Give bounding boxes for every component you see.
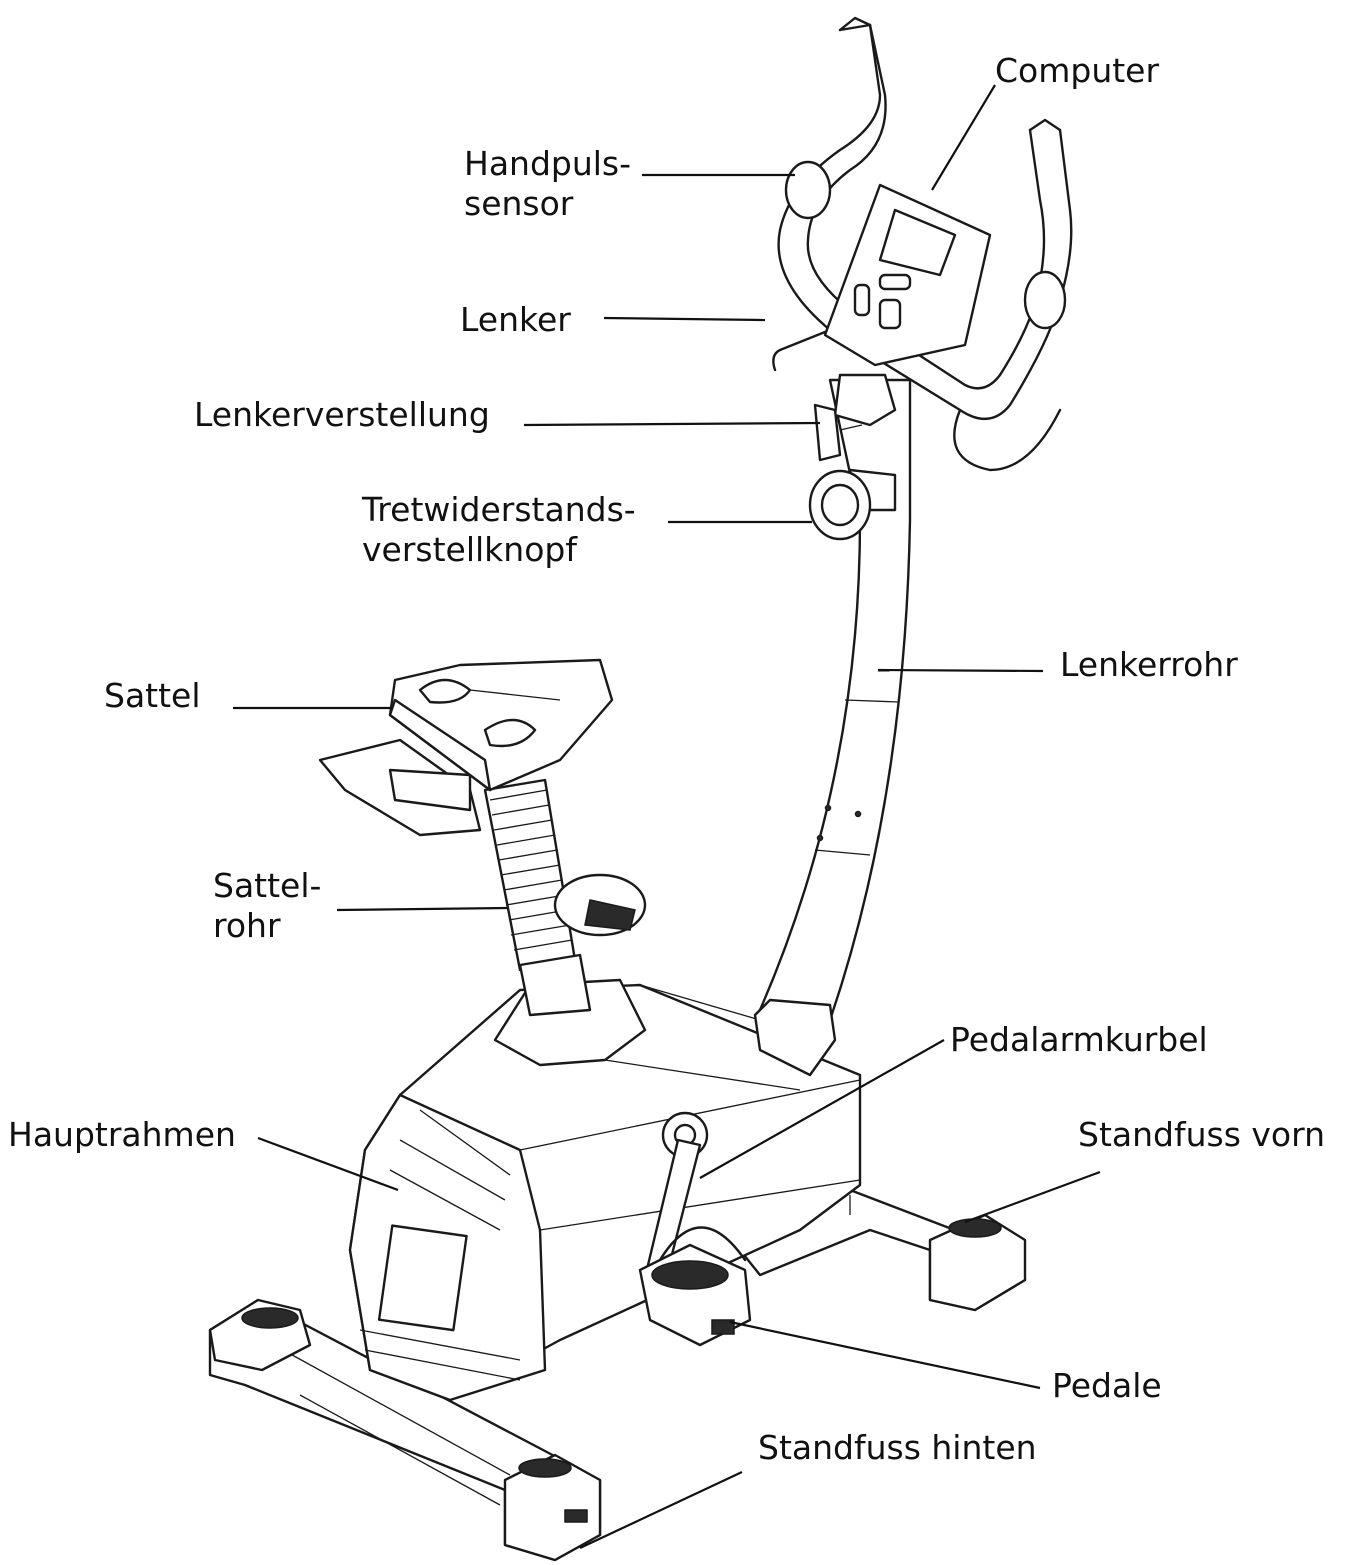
label-sattelrohr: Sattel- rohr <box>213 866 321 946</box>
handlebar-clamp <box>813 373 897 462</box>
handlebar-post <box>753 378 912 1077</box>
label-standfuss-hinten: Standfuss hinten <box>758 1428 1037 1467</box>
leader-pedale <box>729 1320 1041 1390</box>
leader-standfuss-hinten <box>579 1471 743 1549</box>
leader-computer <box>931 84 996 191</box>
label-handpuls-sensor: Handpuls- sensor <box>464 144 631 224</box>
label-sattelrohr-line2: rohr <box>213 906 281 945</box>
label-pedalarmkurbel: Pedalarmkurbel <box>950 1020 1208 1059</box>
label-tretwiderstand: Tretwiderstands- verstellknopf <box>362 490 636 570</box>
label-tretwiderstand-line1: Tretwiderstands- <box>362 490 636 529</box>
main-frame <box>348 978 862 1402</box>
seat-adjuster <box>553 873 647 937</box>
leader-lenkerrohr <box>877 668 1044 673</box>
leader-standfuss-vorn <box>964 1170 1101 1224</box>
label-handpuls-line2: sensor <box>464 184 574 223</box>
leader-pedalarmkurbel <box>699 1039 945 1179</box>
label-standfuss-vorn: Standfuss vorn <box>1078 1115 1326 1154</box>
label-lenker: Lenker <box>460 300 571 339</box>
label-computer: Computer <box>995 51 1160 90</box>
rear-stabilizer <box>208 1298 602 1562</box>
seat <box>318 658 614 837</box>
leader-hauptrahmen <box>257 1136 399 1192</box>
label-lenkerverstellung: Lenkerverstellung <box>194 395 490 434</box>
leader-sattelrohr <box>336 906 509 912</box>
resistance-knob <box>808 468 897 541</box>
label-sattelrohr-line1: Sattel- <box>213 866 322 905</box>
label-handpuls-line1: Handpuls- <box>464 144 632 183</box>
leader-lines <box>233 84 1101 1549</box>
crank-and-pedal <box>638 1138 752 1347</box>
leader-lenker <box>603 316 766 322</box>
leader-lenkerverstellung <box>523 421 821 427</box>
label-tretwiderstand-line2: verstellknopf <box>362 530 577 569</box>
console <box>823 183 992 367</box>
label-sattel: Sattel <box>104 676 201 715</box>
label-hauptrahmen: Hauptrahmen <box>8 1115 236 1154</box>
label-lenkerrohr: Lenkerrohr <box>1060 645 1238 684</box>
label-pedale: Pedale <box>1052 1366 1162 1405</box>
seat-post <box>483 778 592 1017</box>
